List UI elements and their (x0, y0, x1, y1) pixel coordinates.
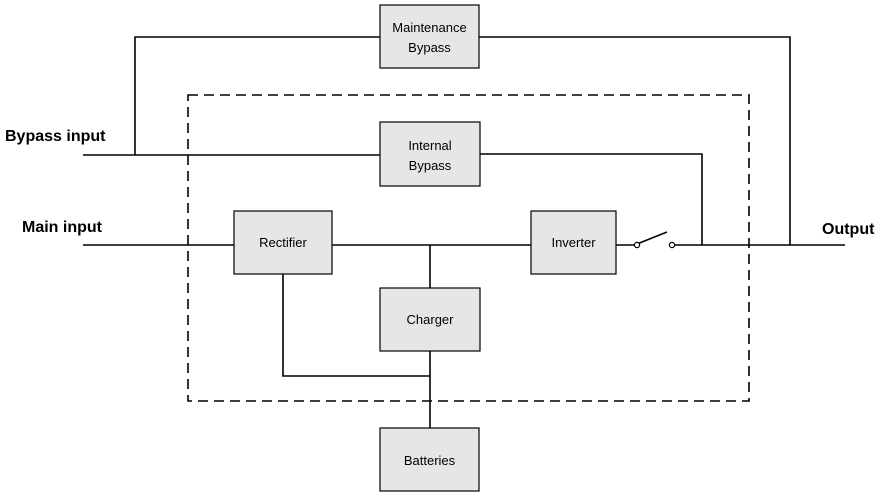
maintenance-bypass-input-wire (134, 36, 380, 155)
output-label: Output (822, 221, 875, 238)
maintenance-bypass-label-line1: Maintenance (392, 20, 466, 35)
internal-bypass-label-line1: Internal (408, 138, 451, 153)
rectifier-block: Rectifier (233, 210, 333, 275)
batteries-label: Batteries (404, 453, 456, 468)
rectifier-label: Rectifier (259, 235, 307, 250)
ups-boundary (187, 94, 750, 402)
charger-block: Charger (379, 287, 481, 352)
switch-contact-right (668, 241, 676, 249)
maintenance-bypass-block: Maintenance Bypass (379, 4, 480, 69)
inverter-label: Inverter (551, 235, 596, 250)
internal-bypass-output-wire (480, 153, 703, 245)
switch-contact-left (633, 241, 641, 249)
internal-bypass-block: Internal Bypass (379, 121, 481, 187)
rectifier-battery-wire (282, 274, 430, 377)
maintenance-bypass-output-wire (479, 36, 791, 245)
bypass-input-label: Bypass input (5, 128, 106, 145)
batteries-block: Batteries (379, 427, 480, 492)
static-switch-blade (636, 231, 668, 245)
internal-bypass-label-line2: Bypass (409, 158, 452, 173)
maintenance-bypass-label-line2: Bypass (408, 40, 451, 55)
inverter-block: Inverter (530, 210, 617, 275)
charger-label: Charger (407, 312, 455, 327)
main-input-label: Main input (22, 219, 103, 236)
